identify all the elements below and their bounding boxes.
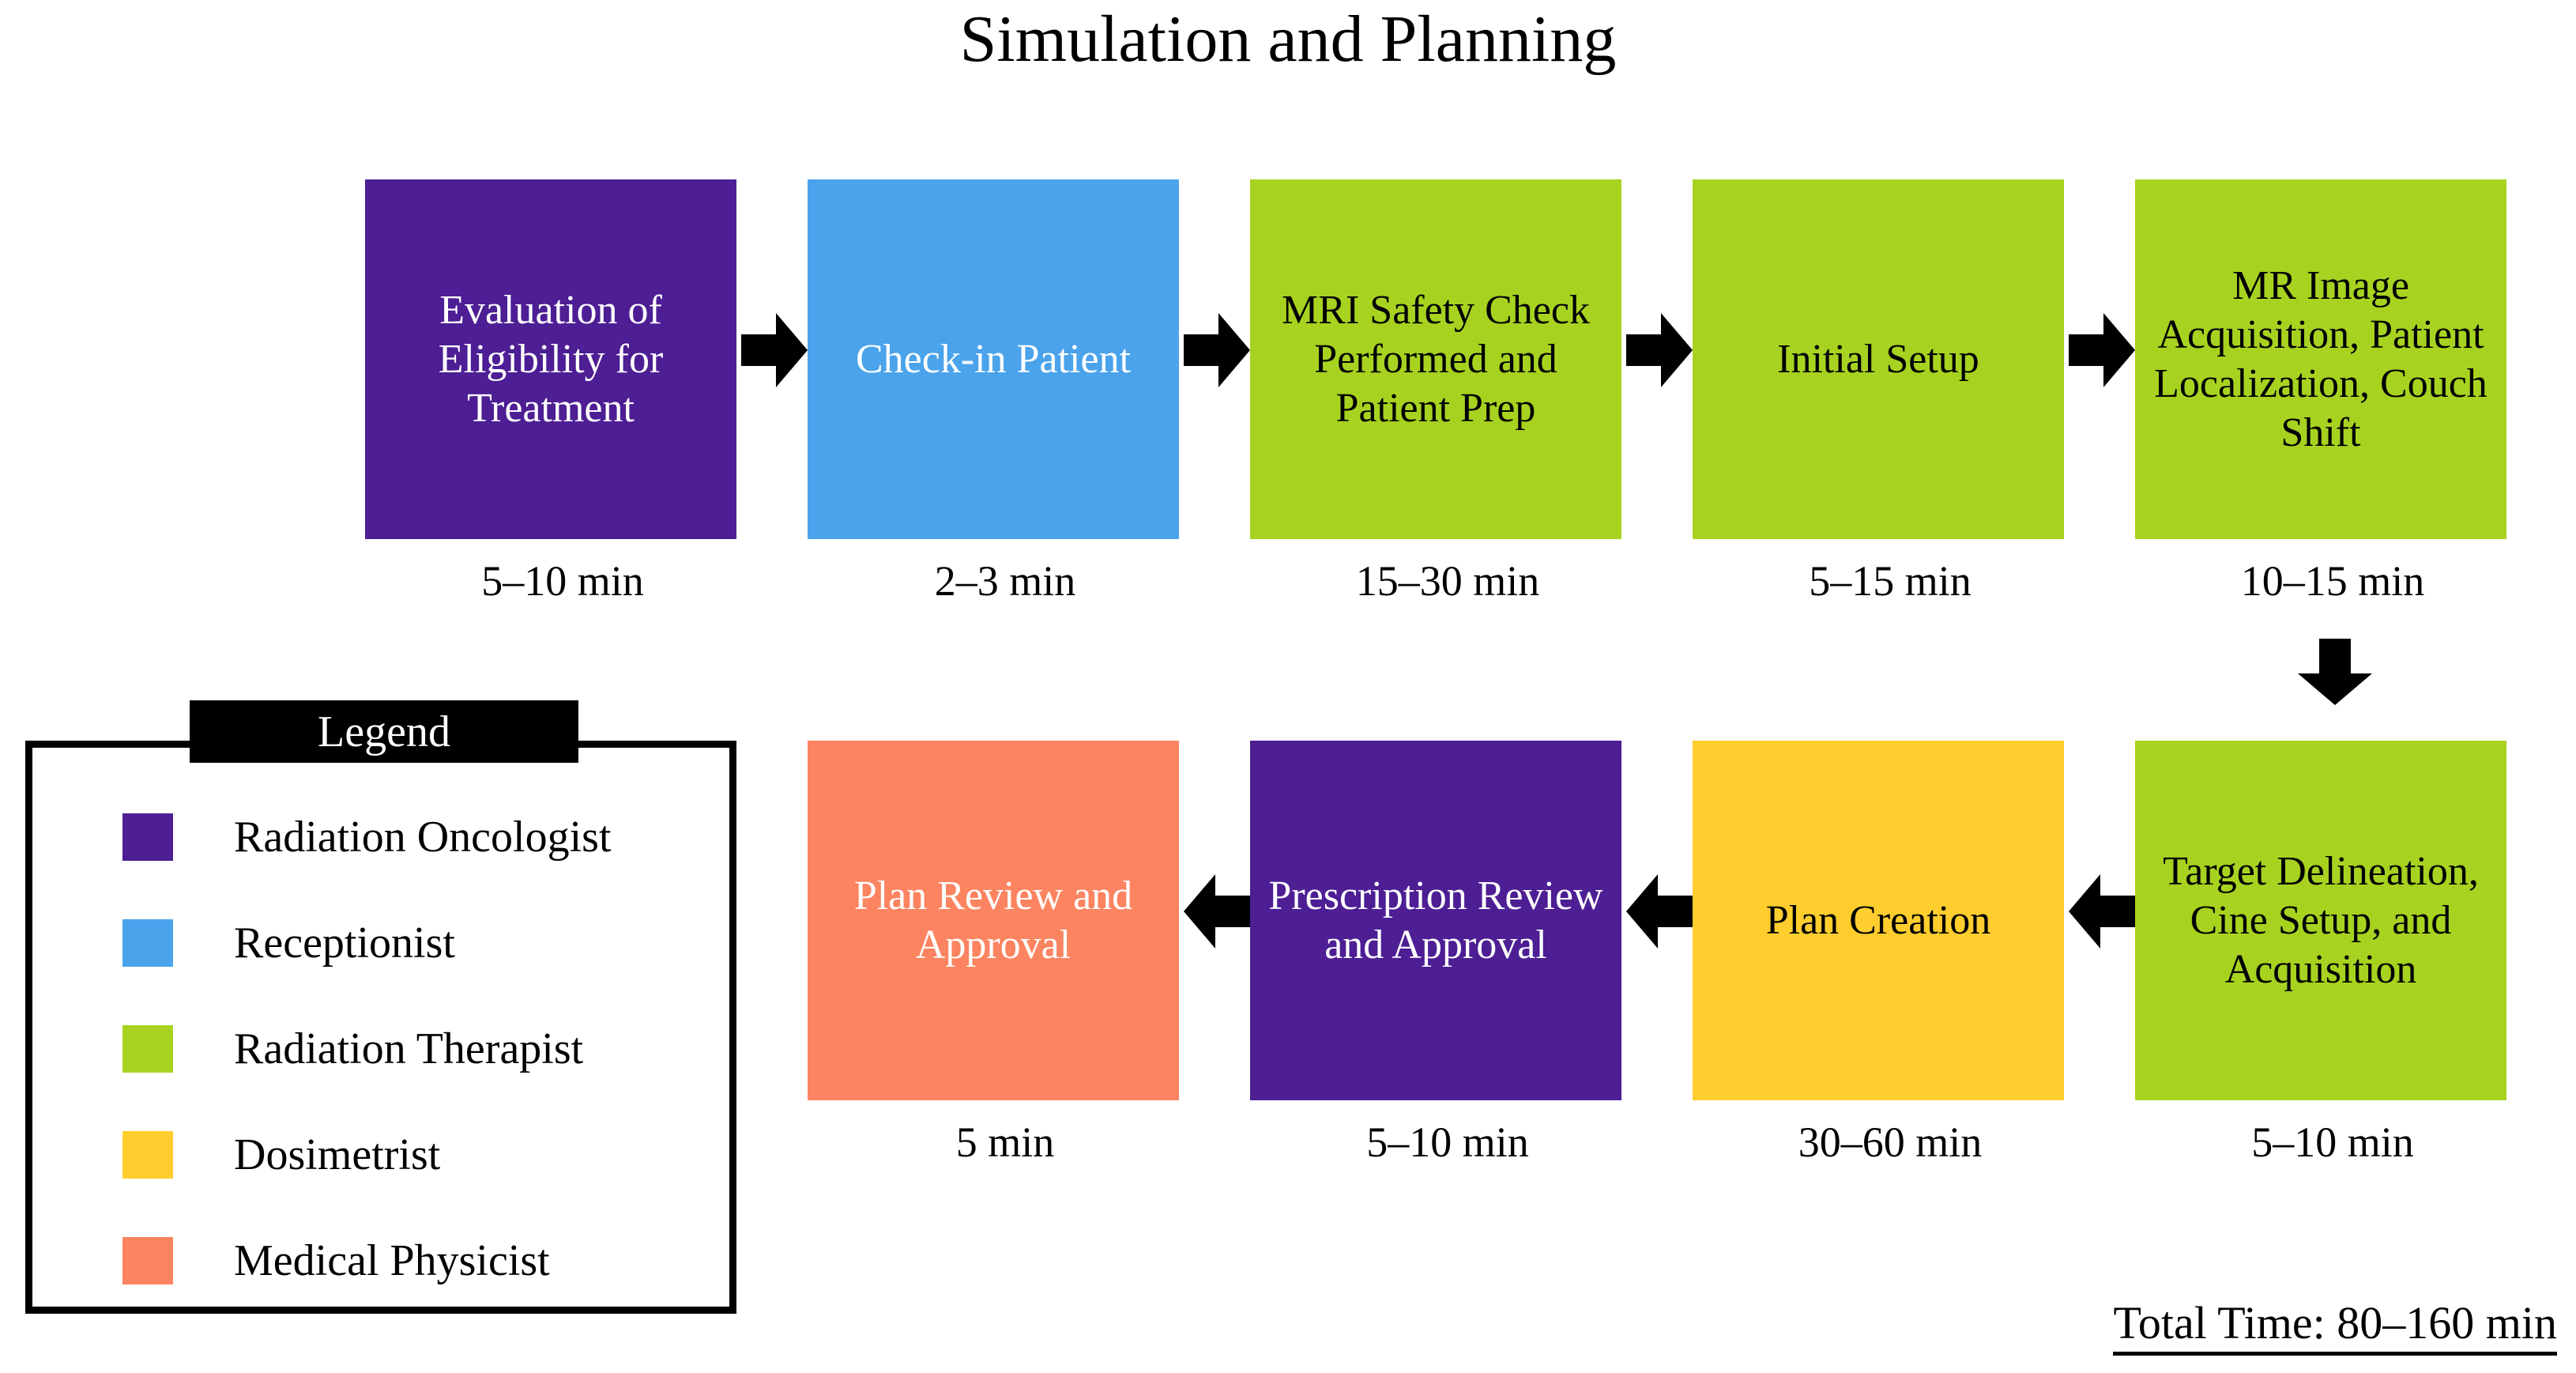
duration-label-evaluation-of-eligibility: 5–10 min bbox=[481, 557, 644, 605]
process-box-label: MR Image Acquisition, Patient Localizati… bbox=[2154, 262, 2487, 455]
legend-swatch-icon bbox=[122, 1131, 173, 1179]
arrow-right-2 bbox=[1184, 313, 1250, 387]
process-box-label: Plan Review and Approval bbox=[853, 873, 1133, 968]
process-box-mr-image-acquisition[interactable]: MR Image Acquisition, Patient Localizati… bbox=[2135, 179, 2506, 539]
legend-panel: Radiation Oncologist Receptionist Radiat… bbox=[25, 741, 736, 1314]
process-box-plan-creation[interactable]: Plan Creation bbox=[1693, 741, 2064, 1100]
process-box-prescription-review[interactable]: Prescription Review and Approval bbox=[1250, 741, 1621, 1100]
process-box-evaluation-of-eligibility[interactable]: Evaluation of Eligibility for Treatment bbox=[365, 179, 736, 539]
arrow-left-3 bbox=[1184, 874, 1250, 949]
process-box-initial-setup[interactable]: Initial Setup bbox=[1693, 179, 2064, 539]
process-box-plan-review[interactable]: Plan Review and Approval bbox=[808, 741, 1179, 1100]
duration-label-mri-safety-check: 15–30 min bbox=[1355, 557, 1540, 605]
legend-item-label: Receptionist bbox=[234, 918, 455, 968]
total-time-label: Total Time: 80–160 min bbox=[2113, 1297, 2557, 1356]
duration-label-plan-creation: 30–60 min bbox=[1798, 1118, 1983, 1166]
legend-swatch-icon bbox=[122, 1025, 173, 1073]
duration-label-mr-image-acquisition: 10–15 min bbox=[2240, 557, 2425, 605]
arrow-left-2 bbox=[1626, 874, 1693, 949]
legend-item-label: Radiation Oncologist bbox=[234, 813, 612, 862]
arrow-right-3 bbox=[1626, 313, 1693, 387]
process-box-label: Check-in Patient bbox=[855, 336, 1132, 382]
duration-label-plan-review: 5 min bbox=[955, 1118, 1055, 1166]
legend-item-label: Medical Physicist bbox=[234, 1236, 550, 1285]
legend-swatch-icon bbox=[122, 813, 173, 861]
process-box-mri-safety-check[interactable]: MRI Safety Check Performed and Patient P… bbox=[1250, 179, 1621, 539]
process-box-label: Prescription Review and Approval bbox=[1268, 873, 1603, 968]
process-box-label: Target Delineation, Cine Setup, and Acqu… bbox=[2163, 848, 2479, 992]
page-title: Simulation and Planning bbox=[959, 2, 1617, 76]
legend-item-receptionist: Receptionist bbox=[122, 918, 455, 968]
duration-label-initial-setup: 5–15 min bbox=[1809, 557, 1972, 605]
legend-swatch-icon bbox=[122, 1237, 173, 1284]
process-box-label: Initial Setup bbox=[1777, 336, 1979, 382]
process-box-check-in-patient[interactable]: Check-in Patient bbox=[808, 179, 1179, 539]
legend-item-radiation-oncologist: Radiation Oncologist bbox=[122, 813, 612, 862]
legend-item-label: Dosimetrist bbox=[234, 1130, 441, 1179]
legend-swatch-icon bbox=[122, 919, 173, 967]
legend-item-dosimetrist: Dosimetrist bbox=[122, 1130, 440, 1179]
process-box-label: Evaluation of Eligibility for Treatment bbox=[438, 287, 664, 431]
duration-label-target-delineation: 5–10 min bbox=[2251, 1118, 2414, 1166]
process-box-label: MRI Safety Check Performed and Patient P… bbox=[1282, 287, 1590, 431]
legend-item-label: Radiation Therapist bbox=[234, 1024, 584, 1073]
arrow-right-1 bbox=[741, 313, 808, 387]
arrow-right-4 bbox=[2069, 313, 2135, 387]
legend-item-radiation-therapist: Radiation Therapist bbox=[122, 1024, 583, 1073]
duration-label-prescription-review: 5–10 min bbox=[1366, 1118, 1529, 1166]
process-box-label: Plan Creation bbox=[1765, 897, 1991, 943]
process-box-target-delineation[interactable]: Target Delineation, Cine Setup, and Acqu… bbox=[2135, 741, 2506, 1100]
arrow-left-1 bbox=[2069, 874, 2135, 949]
legend-header: Legend bbox=[190, 700, 578, 763]
arrow-down-1 bbox=[2298, 639, 2372, 705]
legend-item-medical-physicist: Medical Physicist bbox=[122, 1236, 550, 1285]
duration-label-check-in-patient: 2–3 min bbox=[934, 557, 1076, 605]
